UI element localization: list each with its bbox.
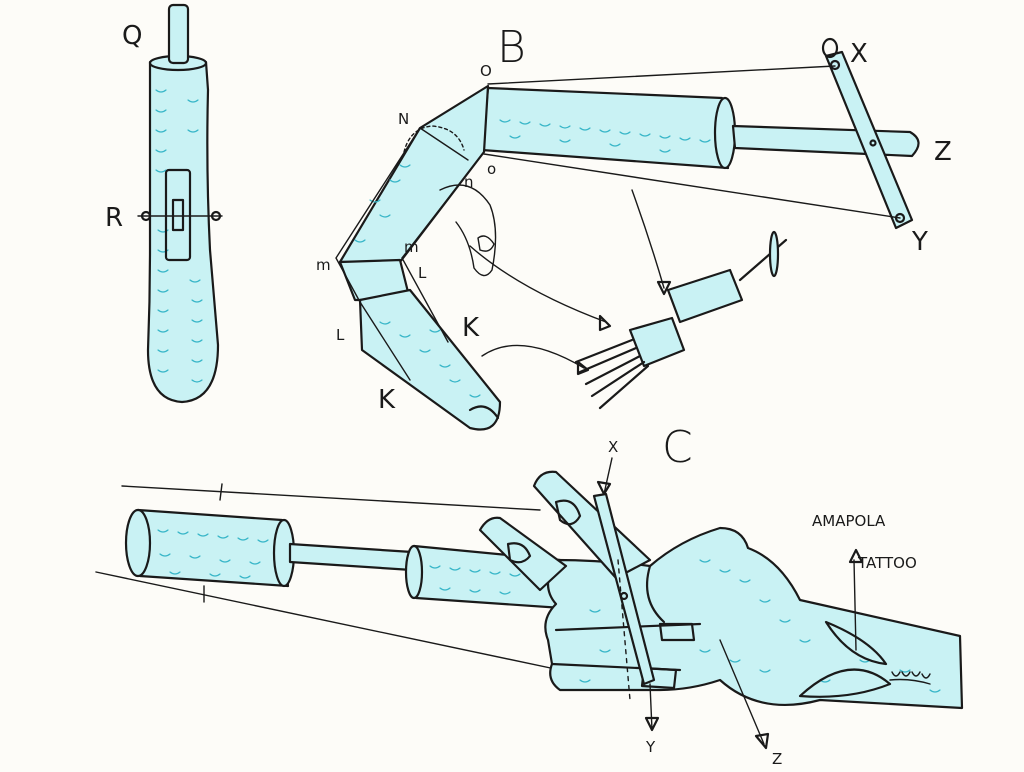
tattoo-label-line1: AMAPOLA — [812, 512, 886, 530]
thumb-outline — [439, 184, 497, 277]
tendon-string — [335, 127, 421, 381]
connecting-rod — [288, 542, 414, 572]
large-cylinder-left-cap — [124, 508, 152, 578]
label-l-left: L — [336, 326, 345, 344]
lever-pivot-x — [829, 59, 841, 71]
label-k-right: K — [462, 313, 480, 343]
rod-z — [731, 124, 920, 158]
label-x-b: X — [850, 39, 868, 69]
label-n-small: n — [464, 173, 474, 191]
large-cylinder — [136, 508, 290, 588]
tattoo-stem — [889, 671, 931, 685]
guide-line-bottom — [95, 571, 561, 671]
label-o-small: o — [487, 160, 496, 178]
comb-tube — [666, 268, 744, 324]
comb-teeth — [574, 338, 650, 410]
comb-head — [628, 316, 686, 368]
lever-pivot-z — [869, 139, 877, 147]
tendon-line-x — [487, 65, 836, 85]
drawing-b-finger: B O — [316, 22, 952, 431]
label-m-left: m — [316, 256, 331, 274]
label-z-b: Z — [934, 137, 952, 167]
arrow-y-c — [649, 683, 653, 731]
large-cylinder-hatching — [157, 529, 269, 579]
distal-phalanx — [358, 288, 502, 431]
guide-tick-top — [219, 483, 223, 501]
label-r: R — [105, 203, 123, 233]
drawing-a-handle: Q R — [105, 3, 223, 404]
tendon-string-2 — [401, 151, 485, 343]
lever-c-dashed — [617, 559, 631, 701]
guide-line-top — [121, 485, 541, 511]
tattoo-arrow — [853, 559, 857, 651]
joint-line-n — [419, 127, 469, 161]
thumb — [646, 564, 666, 624]
tattoo-flower — [798, 620, 892, 698]
arrowhead-z-c — [754, 732, 770, 750]
label-y-c: Y — [645, 738, 656, 756]
drawing-c-hand: C — [95, 422, 964, 768]
tattoo-arrowhead — [848, 548, 864, 564]
finger-hatching — [354, 164, 481, 398]
tendon-line-y — [483, 153, 901, 219]
hand-hatching — [579, 559, 941, 693]
arrow-to-comb-3 — [481, 344, 585, 369]
arrowhead-y-c — [644, 716, 660, 732]
label-k-left: K — [378, 385, 396, 415]
thumb-nail — [477, 235, 495, 252]
arrowhead-2 — [598, 314, 612, 332]
comb-rod-knob — [768, 230, 780, 278]
finger-nail-1 — [658, 622, 696, 642]
small-cylinder-hatching — [429, 565, 521, 595]
middle-fingernail — [506, 542, 532, 564]
back-tube-hatching — [499, 119, 711, 153]
arrow-to-comb-1 — [631, 189, 665, 289]
label-l-right: L — [418, 264, 427, 282]
tattoo-label-line2: TATTOO — [857, 554, 917, 572]
label-q: Q — [122, 21, 142, 51]
lever-top-knob — [821, 37, 839, 59]
joint-circle — [403, 125, 465, 153]
handle-hatching — [155, 89, 203, 383]
handle-slot — [164, 168, 192, 262]
pivot-r-right — [210, 210, 222, 222]
back-tube — [480, 86, 730, 170]
index-fingernail — [554, 499, 582, 526]
arrow-z-c — [719, 639, 765, 745]
middle-finger-raised — [478, 516, 568, 592]
handle-slot-pin — [171, 198, 185, 232]
label-o-top: O — [480, 62, 492, 80]
small-cylinder-cap — [404, 544, 424, 600]
label-x-c: X — [608, 438, 618, 456]
lever-c — [592, 492, 656, 686]
label-m-right: m — [404, 238, 419, 256]
fingernail-b — [468, 405, 500, 420]
arrowhead-1 — [656, 280, 672, 296]
section-label-b: B — [497, 22, 526, 73]
label-z-c: Z — [772, 750, 782, 768]
arrow-x-c — [603, 457, 613, 495]
lever-c-pivot — [619, 591, 629, 601]
handle-rod — [167, 3, 190, 65]
section-label-c: C — [662, 422, 693, 473]
arrowhead-x-c — [596, 480, 612, 496]
label-n: N — [398, 110, 409, 128]
arrowhead-3 — [576, 360, 590, 376]
label-y-b: Y — [911, 227, 928, 257]
arrow-to-comb-2 — [469, 245, 607, 323]
back-tube-cap — [713, 96, 737, 170]
comb-rod — [738, 238, 788, 282]
pivot-r-left — [140, 210, 152, 222]
